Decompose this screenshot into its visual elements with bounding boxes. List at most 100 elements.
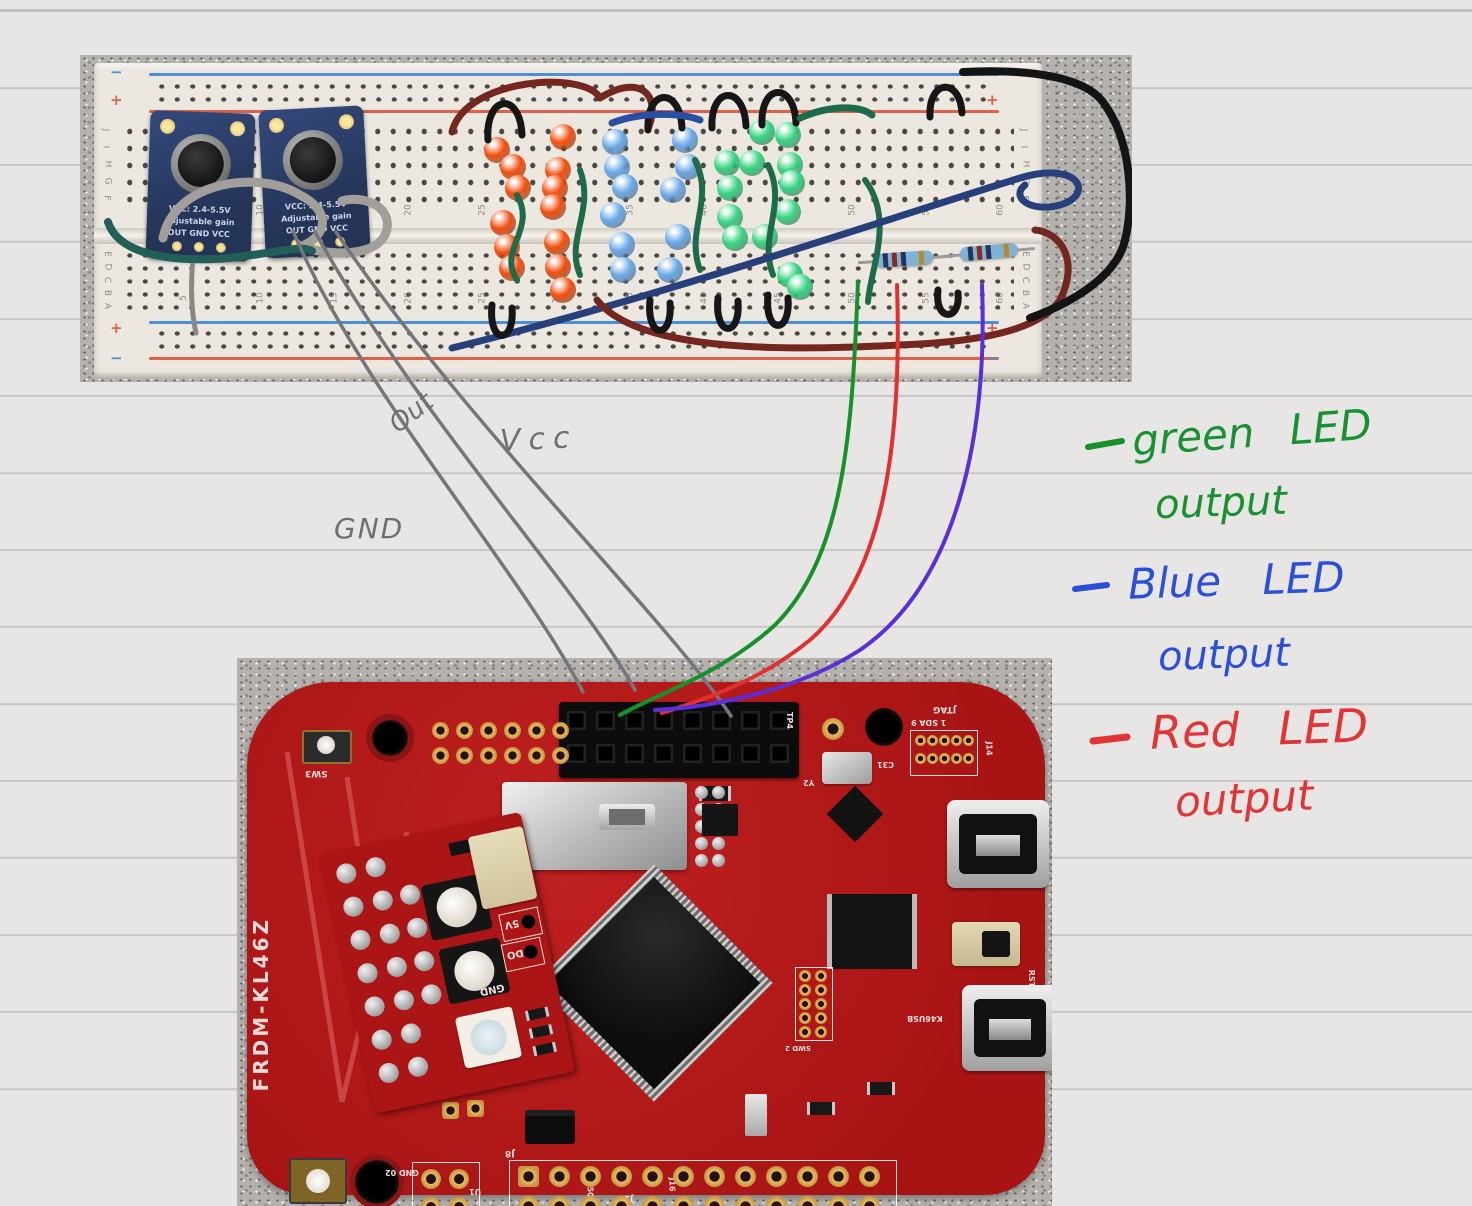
smd-resistor	[524, 1006, 550, 1022]
jtag-hole	[927, 753, 938, 764]
smd-resistor	[528, 1024, 554, 1039]
frdm-kl46z-board: FRDM-KL46Z SW3 TP4 Y2 C31 JTAG 1 SDA 9 J…	[247, 682, 1052, 1206]
metal-shield	[502, 782, 687, 870]
header-socket	[625, 711, 644, 730]
sw3-button	[302, 730, 352, 764]
rail-line-blue-top	[149, 73, 999, 76]
header-socket	[567, 711, 586, 730]
header-hole	[456, 722, 473, 739]
green-led	[739, 150, 765, 176]
header-hole	[642, 1196, 663, 1206]
header-hole	[449, 1169, 469, 1189]
header-socket	[683, 711, 702, 730]
header-hole	[797, 1196, 818, 1206]
frdm-board-photo: FRDM-KL46Z SW3 TP4 Y2 C31 JTAG 1 SDA 9 J…	[237, 658, 1052, 1206]
header-hole	[766, 1196, 787, 1206]
orange-led	[540, 194, 566, 220]
jtag-header	[910, 730, 978, 776]
green-led	[714, 150, 740, 176]
blue-led	[612, 174, 638, 200]
rail-minus-symbol: −	[986, 349, 999, 367]
shield-solder-joint	[695, 854, 708, 867]
jtag-hole	[963, 735, 974, 746]
header-hole	[549, 1166, 570, 1187]
jtag-hole	[915, 753, 926, 764]
swd-hole	[815, 970, 827, 982]
legend-green-subtitle: output	[1154, 477, 1288, 529]
solder-pin	[419, 982, 444, 1007]
smd-resistor	[532, 1041, 557, 1057]
shield-solder-joint	[712, 854, 725, 867]
j14-label: J14	[984, 741, 994, 756]
swd-hole	[815, 1012, 827, 1024]
xtal-sticker	[609, 809, 645, 825]
solder-pin	[376, 1061, 401, 1085]
legend-blue-subtitle: output	[1157, 629, 1291, 681]
swd-hole	[799, 998, 811, 1010]
usb-connector-bottom	[962, 985, 1052, 1071]
rail-plus-symbol: +	[986, 91, 999, 109]
swd-label: SWD 2	[785, 1044, 811, 1052]
header-hole	[528, 747, 545, 764]
rgb-led	[454, 1005, 523, 1069]
jtag-hole	[915, 735, 926, 746]
solder-pin	[363, 855, 388, 880]
header-socket	[625, 744, 644, 763]
header-hole	[480, 747, 497, 764]
daughter-button-2	[438, 937, 511, 1005]
header-socket	[712, 711, 731, 730]
y2-label: Y2	[803, 778, 815, 787]
header-hole	[735, 1166, 756, 1187]
legend-red-title: Red LED	[1149, 698, 1370, 760]
sw2-slide-switch	[952, 922, 1020, 966]
jtag-hole	[951, 735, 962, 746]
legend-red-subtitle: output	[1173, 770, 1315, 827]
jtag-hole	[939, 753, 950, 764]
j8-label: J8	[505, 1148, 515, 1158]
j8-jumper	[525, 1110, 575, 1144]
breadboard-photo: −−−−++++JJIIHHGGFFEEDDCCBBAA551010151520…	[80, 55, 1132, 382]
jtag-hole	[963, 753, 974, 764]
c31-label: C31	[877, 760, 895, 769]
solder-pin	[370, 888, 395, 913]
solder-pin	[341, 894, 366, 919]
header-hole	[518, 1196, 539, 1206]
solder-pin	[406, 1054, 430, 1079]
header-socket	[596, 744, 615, 763]
green-led	[775, 199, 801, 225]
bottom-header-main	[509, 1160, 897, 1206]
header-socket	[770, 744, 789, 763]
usb-tongue	[988, 1019, 1032, 1041]
header-hole	[432, 722, 449, 739]
usb-tongue	[975, 835, 1021, 857]
jtag-pin-label: 1 SDA 9	[911, 718, 947, 727]
legend-green-title: green LED	[1130, 399, 1374, 466]
regulator	[745, 1094, 767, 1136]
swd-hole	[815, 984, 827, 996]
button-cap	[433, 883, 481, 931]
header-hole	[673, 1196, 694, 1206]
header-hole	[480, 722, 497, 739]
swd-hole	[815, 1026, 827, 1038]
page-top-rule	[0, 9, 1472, 12]
header-hole	[549, 1196, 570, 1206]
bottom-header-left	[412, 1162, 480, 1206]
sw1-cap	[306, 1169, 330, 1193]
header-hole	[449, 1197, 469, 1206]
jumper-pad	[442, 1102, 459, 1119]
solder-pin	[348, 928, 373, 952]
swd-header	[795, 967, 833, 1041]
pad-hole	[520, 913, 537, 930]
blue-led	[672, 127, 698, 153]
header-hole	[828, 1196, 849, 1206]
orange-led	[550, 124, 576, 150]
blue-led	[602, 129, 628, 155]
header-hole	[504, 722, 521, 739]
swd-hole	[815, 998, 827, 1010]
header-hole	[828, 1166, 849, 1187]
header-socket	[683, 744, 702, 763]
handwriting-gnd-label: GND	[334, 512, 405, 545]
handwriting-vcc-label: Vcc	[499, 419, 579, 460]
header-socket	[741, 744, 760, 763]
